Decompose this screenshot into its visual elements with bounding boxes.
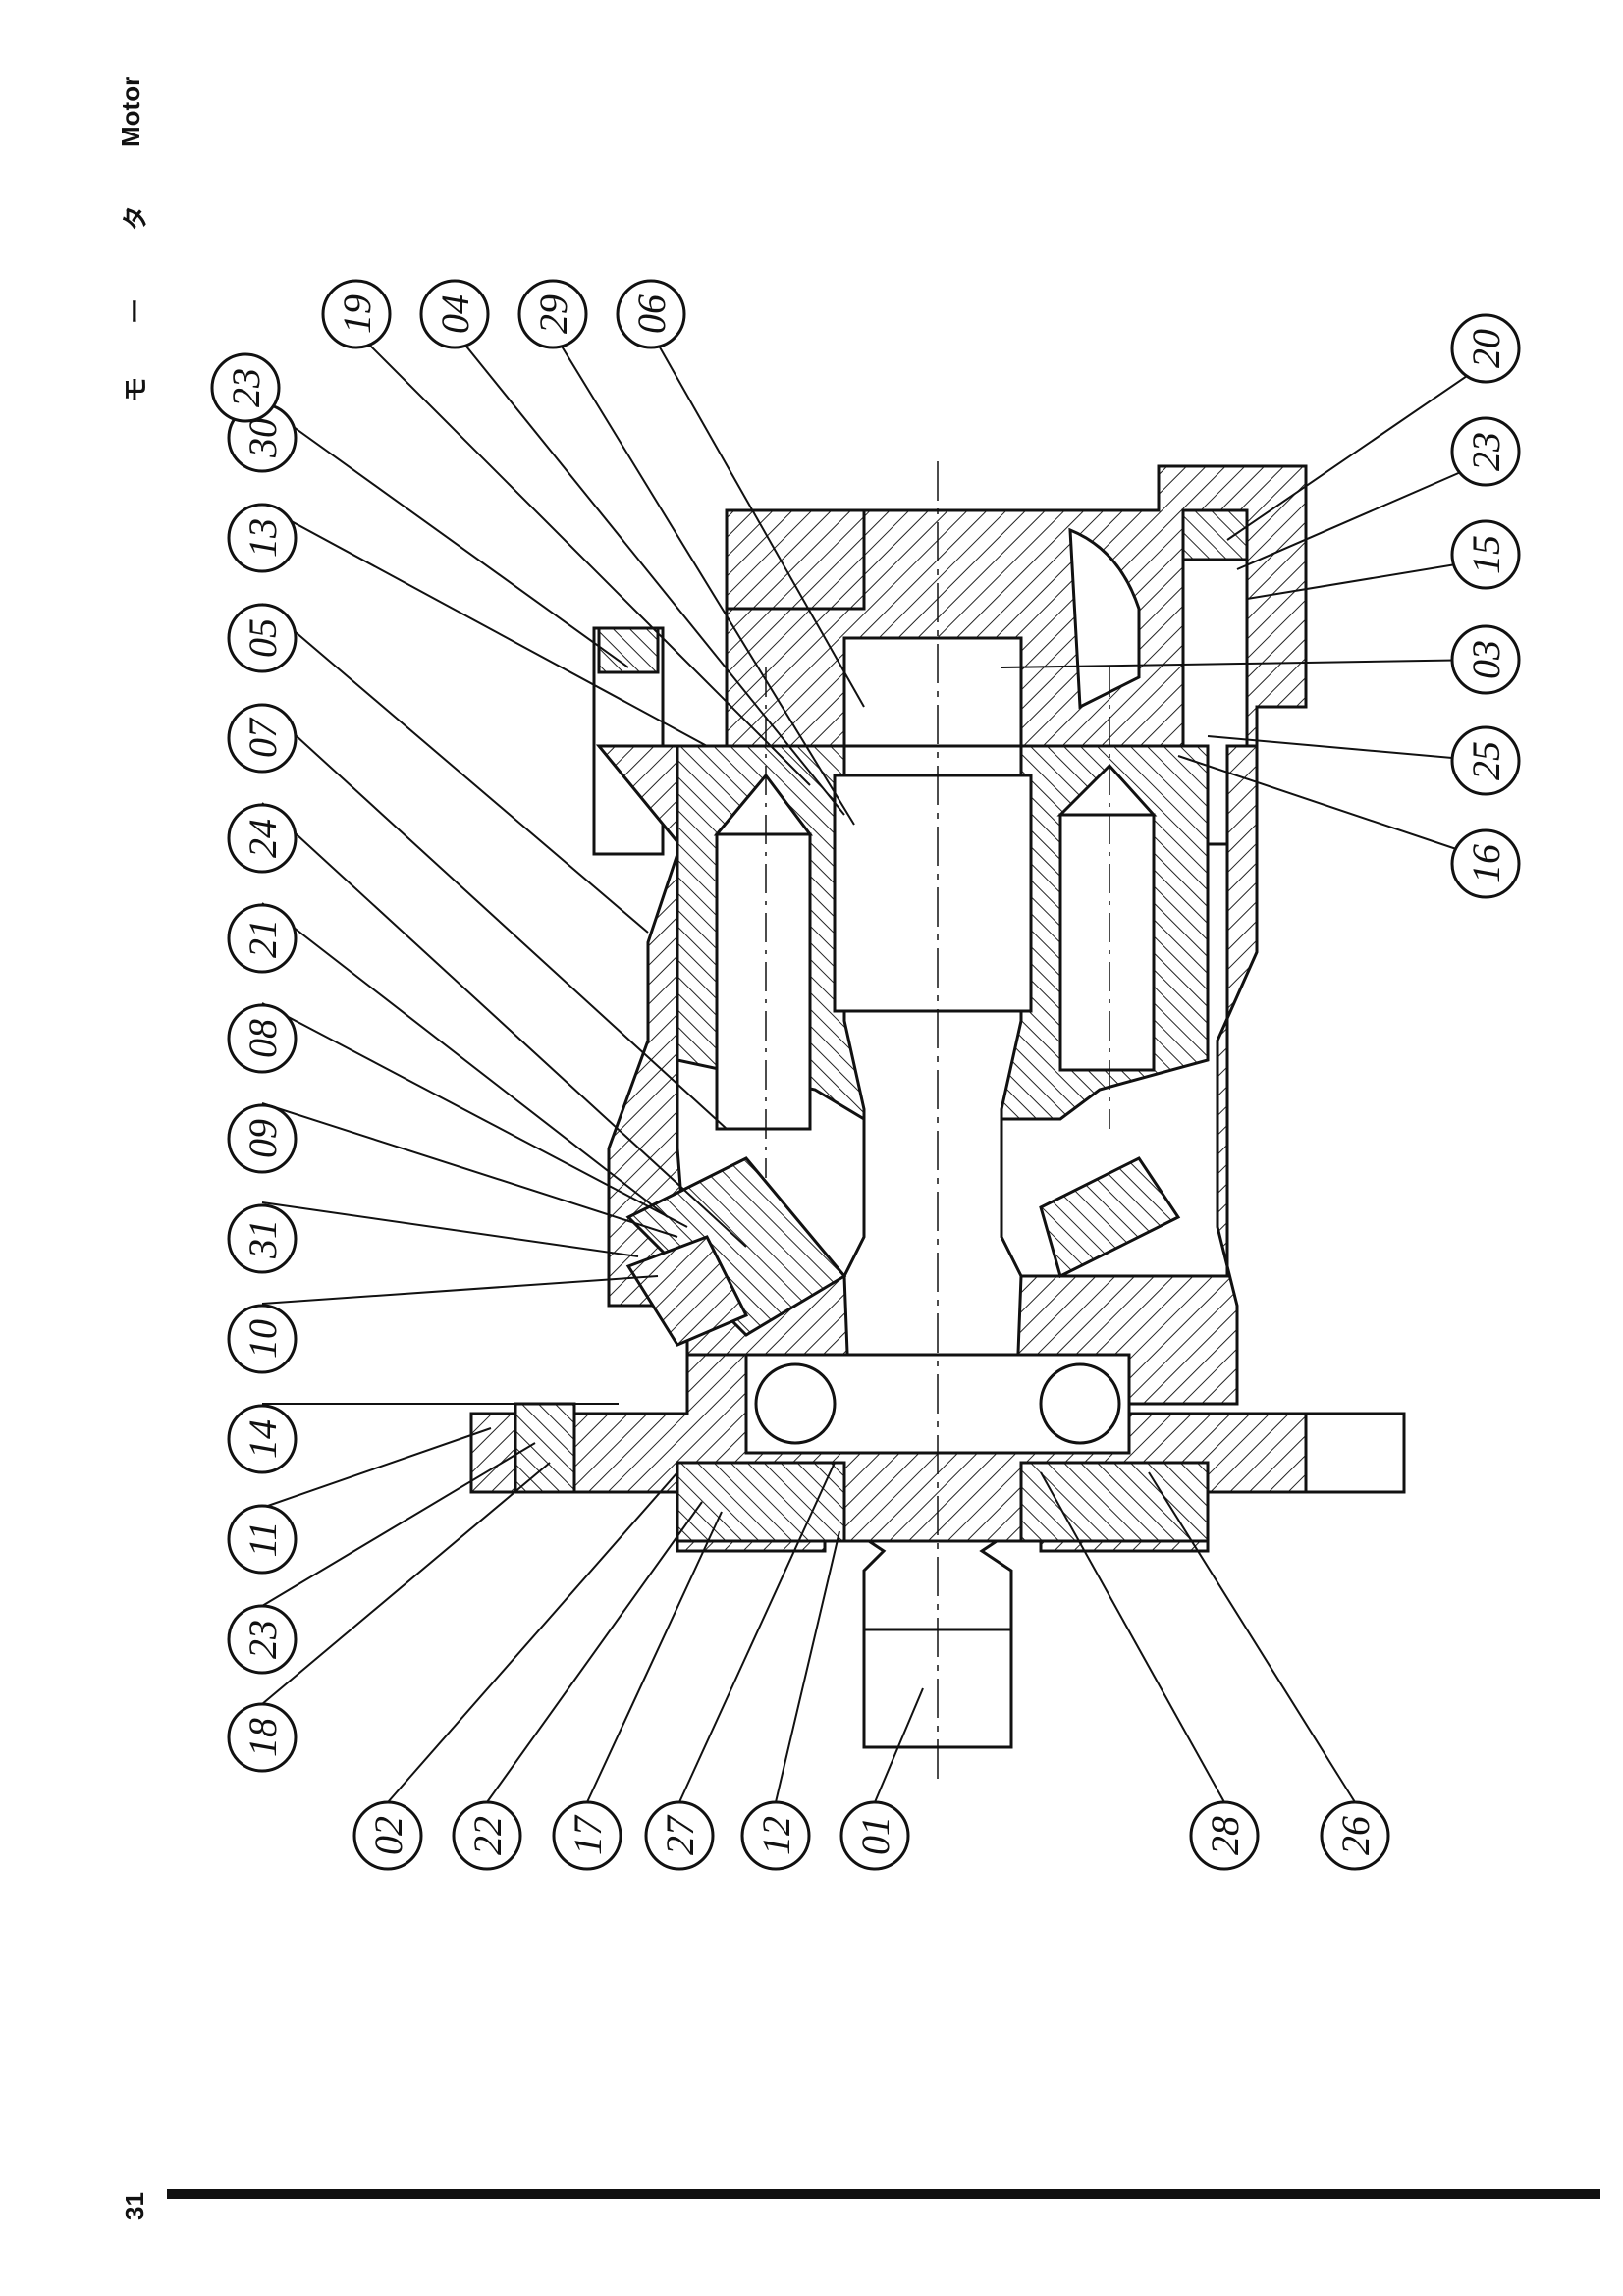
callout-20: 20: [1450, 313, 1521, 384]
callout-25: 25: [1450, 725, 1521, 796]
svg-text:12: 12: [754, 1816, 798, 1855]
svg-text:01: 01: [853, 1816, 897, 1855]
callout-09: 09: [227, 1103, 298, 1174]
callout-15: 15: [1450, 519, 1521, 590]
piston-upper: [715, 832, 812, 1131]
callout-28: 28: [1189, 1800, 1260, 1871]
flange-bolt: [514, 1402, 576, 1494]
callout-14: 14: [227, 1404, 298, 1474]
callout-23-c: 23: [1450, 416, 1521, 487]
callout-19: 19: [321, 279, 392, 349]
callout-29: 29: [517, 279, 588, 349]
callout-08: 08: [227, 1003, 298, 1074]
svg-text:31: 31: [241, 1219, 285, 1259]
piston-lower: [1058, 813, 1156, 1072]
svg-text:13: 13: [241, 518, 285, 558]
callout-16: 16: [1450, 828, 1521, 899]
callout-02: 02: [352, 1800, 423, 1871]
header-title-jp-1: タ: [121, 204, 150, 231]
svg-text:07: 07: [241, 717, 285, 758]
svg-text:05: 05: [241, 618, 285, 658]
header-title-en: Motor: [116, 76, 145, 147]
callout-03: 03: [1450, 624, 1521, 695]
svg-text:30: 30: [241, 418, 285, 458]
callout-24: 24: [227, 803, 298, 874]
svg-text:11: 11: [241, 1521, 285, 1557]
svg-text:17: 17: [566, 1814, 610, 1855]
svg-text:27: 27: [658, 1814, 702, 1855]
callout-10: 10: [227, 1304, 298, 1374]
svg-text:20: 20: [1464, 329, 1508, 368]
callout-17: 17: [552, 1800, 622, 1871]
svg-text:04: 04: [433, 294, 477, 334]
svg-text:08: 08: [241, 1019, 285, 1058]
svg-text:19: 19: [335, 294, 379, 334]
callout-31: 31: [227, 1203, 298, 1274]
svg-text:18: 18: [241, 1718, 285, 1757]
callout-04: 04: [419, 279, 490, 349]
footer-rule: [167, 2189, 1600, 2199]
leader-lines: [261, 331, 1487, 1803]
callout-13: 13: [227, 503, 298, 573]
header-title-jp-2: ー: [121, 297, 150, 324]
callout-26: 26: [1320, 1800, 1390, 1871]
svg-text:16: 16: [1464, 844, 1508, 883]
callout-18: 18: [227, 1702, 298, 1773]
motor-drawing-body: [469, 461, 1406, 1787]
callout-11: 11: [227, 1504, 298, 1575]
svg-text:09: 09: [241, 1119, 285, 1158]
callout-07: 07: [227, 703, 298, 774]
svg-text:26: 26: [1333, 1816, 1378, 1855]
svg-text:21: 21: [241, 919, 285, 958]
callout-bubbles: 02 22 17 27 12 01 28 26 18 23 11 14 10 3…: [210, 279, 1521, 1871]
svg-text:23: 23: [241, 1620, 285, 1659]
svg-text:29: 29: [531, 294, 575, 334]
header-title-jp-3: モ: [121, 376, 150, 402]
callout-22: 22: [452, 1800, 522, 1871]
svg-text:10: 10: [241, 1319, 285, 1359]
svg-text:23: 23: [224, 368, 268, 407]
shaft-needle-bearing: [833, 774, 1033, 1013]
svg-text:23: 23: [1464, 432, 1508, 471]
callout-23-a: 23: [227, 1604, 298, 1675]
svg-text:02: 02: [366, 1816, 410, 1855]
svg-text:22: 22: [465, 1816, 510, 1855]
callout-01: 01: [839, 1800, 910, 1871]
svg-text:06: 06: [629, 294, 674, 334]
svg-text:28: 28: [1203, 1816, 1247, 1855]
callout-21: 21: [227, 903, 298, 974]
rear-cover-boss: [725, 508, 866, 611]
svg-text:15: 15: [1464, 535, 1508, 574]
callout-06: 06: [616, 279, 686, 349]
callout-05: 05: [227, 603, 298, 673]
svg-text:24: 24: [241, 819, 285, 858]
svg-text:03: 03: [1464, 640, 1508, 679]
callout-12: 12: [740, 1800, 811, 1871]
page-number: 31: [120, 2192, 149, 2220]
svg-text:25: 25: [1464, 741, 1508, 780]
front-cover: [676, 1461, 846, 1543]
callout-23-b-bubble: 23: [210, 352, 281, 423]
callout-27: 27: [644, 1800, 715, 1871]
svg-text:14: 14: [241, 1419, 285, 1459]
